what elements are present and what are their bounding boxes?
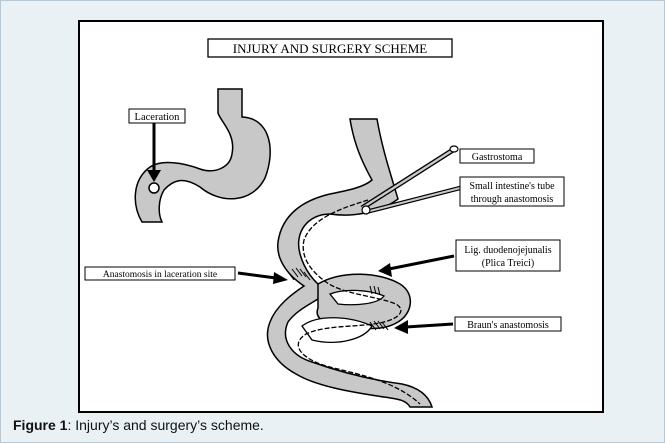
anastomosis-site-arrow-head xyxy=(273,272,288,284)
braun-loop-opening xyxy=(302,318,372,343)
ligament-arrow-head xyxy=(378,263,392,277)
braun-label: Braun's anastomosis xyxy=(467,320,549,331)
tube-label-line2: through anastomosis xyxy=(471,194,554,205)
tube-label-line1: Small intestine's tube xyxy=(469,181,555,192)
anastomosis-site-label: Anastomosis in laceration site xyxy=(103,270,217,280)
operated-stomach-and-intestine-shape xyxy=(268,119,432,407)
braun-arrow-shaft xyxy=(406,324,453,327)
anastomosis-site-arrow-shaft xyxy=(238,273,276,278)
ligament-arrow-shaft xyxy=(384,256,454,270)
figure-caption: Figure 1: Injury’s and surgery’s scheme. xyxy=(13,417,264,433)
gastrostoma-label: Gastrostoma xyxy=(472,152,523,163)
caption-text: : Injury’s and surgery’s scheme. xyxy=(67,417,263,433)
caption-label: Figure 1 xyxy=(13,417,67,433)
diagram-title: INJURY AND SURGERY SCHEME xyxy=(233,41,427,56)
laceration-hole xyxy=(149,183,159,193)
laceration-label: Laceration xyxy=(135,112,181,123)
diagram-frame: INJURY AND SURGERY SCHEME Laceration xyxy=(78,20,604,413)
surgery-scheme-diagram: INJURY AND SURGERY SCHEME Laceration xyxy=(80,22,602,411)
ligament-label-line1: Lig. duodenojejunalis xyxy=(464,245,551,256)
ligament-label-line2: (Plica Treici) xyxy=(482,258,535,269)
